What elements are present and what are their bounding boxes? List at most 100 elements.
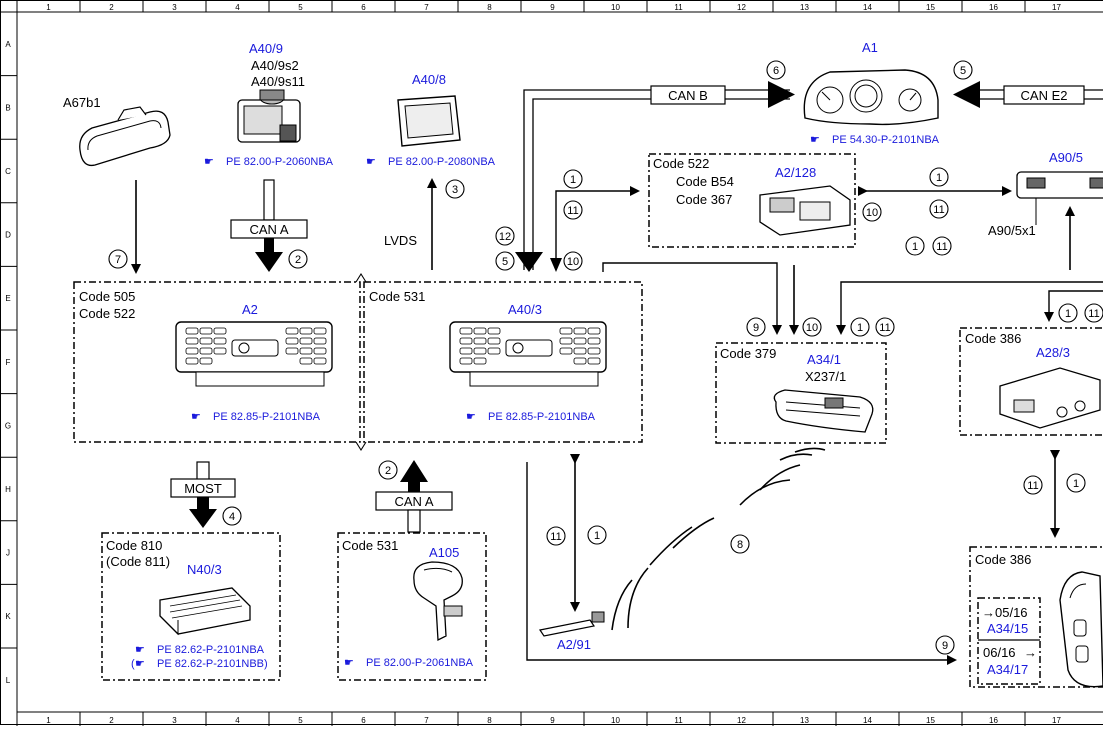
ref-a1-text: PE 54.30-P-2101NBA: [832, 134, 940, 146]
marker-1-a90-text: 1: [936, 172, 942, 184]
grid-column-label: 10: [611, 716, 620, 725]
marker-10-a2-128-text: 10: [866, 207, 878, 219]
a40-9-label: A40/9: [249, 41, 283, 56]
display-icon: [398, 96, 460, 146]
box-join-bottom: [356, 442, 366, 450]
n40-3-label: N40/3: [187, 562, 222, 577]
a67b1-label: A67b1: [63, 95, 101, 110]
smart-key-icon: [1060, 572, 1103, 687]
a105-code1: Code 531: [342, 538, 398, 553]
grid-column-label: 3: [172, 3, 177, 12]
marker-3-text: 3: [452, 184, 458, 196]
marker-1-a90-lower-text: 1: [912, 241, 918, 253]
a40-8-label: A40/8: [412, 72, 446, 87]
grid-column-label: 13: [800, 3, 809, 12]
a34-1-label: A34/1: [807, 352, 841, 367]
ref-hand-icon: ☛: [810, 134, 820, 146]
a40-9s2-label: A40/9s2: [251, 58, 299, 73]
grid-column-label: 11: [674, 716, 683, 725]
grid-column-label: 13: [800, 716, 809, 725]
can-b-arrowhead: [768, 81, 795, 108]
can-a-bottom-shaft: [408, 482, 420, 492]
x237-1-label: X237/1: [805, 369, 846, 384]
grid-column-label: 8: [487, 3, 492, 12]
ref-a105-text: PE 82.00-P-2061NBA: [366, 657, 474, 669]
ref-a2[interactable]: ☛ PE 82.85-P-2101NBA: [191, 411, 321, 423]
marker-11-a90-lower-text: 11: [936, 241, 947, 253]
grid-column-label: 17: [1052, 3, 1061, 12]
ref-n40-3-secondary[interactable]: ( ☛ PE 82.62-P-2101NBB): [131, 658, 268, 670]
head-unit-a40-3-icon: [450, 322, 606, 386]
grid-column-label: 11: [674, 3, 683, 12]
grid-column-label: 5: [298, 3, 303, 12]
ref-hand-icon: ☛: [466, 411, 476, 423]
module-a28-3-icon: [1000, 368, 1100, 428]
a2-128-code1: Code 522: [653, 156, 709, 171]
can-a-bottom-shaft2: [408, 510, 420, 532]
marker-11-a2-128-text: 11: [567, 205, 578, 217]
marker-12-text: 12: [499, 231, 511, 243]
marker-10-a34-text: 10: [806, 322, 818, 334]
line-a2-128-down-arrowhead: [550, 258, 562, 272]
grid-row-label: E: [5, 294, 10, 303]
a40-3-label: A40/3: [508, 302, 542, 317]
ref-a40-9-text: PE 82.00-P-2060NBA: [226, 156, 334, 168]
n40-3-code2: (Code 811): [106, 554, 170, 569]
ref-a105[interactable]: ☛ PE 82.00-P-2061NBA: [344, 657, 474, 669]
most-shaft2: [197, 497, 209, 509]
grid-row-label: G: [5, 421, 11, 430]
box-join-top: [356, 274, 366, 282]
grid-row-label: H: [5, 485, 11, 494]
ref-a40-8[interactable]: ☛ PE 82.00-P-2080NBA: [366, 156, 496, 168]
can-a-top-shaft2: [264, 238, 274, 252]
ref-hand-icon: ☛: [366, 156, 376, 168]
grid-column-label: 15: [926, 3, 935, 12]
wireless-waves-icon: [612, 448, 825, 630]
can-a-top-shaft: [264, 180, 274, 220]
grid-row-label: A: [5, 40, 11, 49]
ref-a40-3-text: PE 82.85-P-2101NBA: [488, 411, 596, 423]
grid-column-label: 6: [361, 3, 366, 12]
ref-a40-9[interactable]: ☛ PE 82.00-P-2060NBA: [204, 156, 334, 168]
can-a-top-arrowhead: [255, 252, 283, 272]
antenna-module-icon: [774, 390, 873, 432]
a1-label: A1: [862, 40, 878, 55]
a28-3-code1: Code 386: [965, 331, 1021, 346]
marker-1-a28-text: 1: [1065, 308, 1071, 320]
grid-column-label: 12: [737, 3, 746, 12]
grid-column-label: 1: [46, 3, 51, 12]
marker-10-left-text: 10: [567, 256, 579, 268]
a40-9s11-label: A40/9s11: [251, 74, 305, 89]
grid-row-label: K: [5, 612, 11, 621]
ref-a1[interactable]: ☛ PE 54.30-P-2101NBA: [810, 134, 940, 146]
a90-5-label: A90/5: [1049, 150, 1083, 165]
grid-column-label: 1: [46, 716, 51, 725]
ref-a40-3[interactable]: ☛ PE 82.85-P-2101NBA: [466, 411, 596, 423]
can-e2-arrowhead: [953, 81, 980, 108]
marker-5-left-text: 5: [502, 256, 508, 268]
a2-128-label: A2/128: [775, 165, 816, 180]
a105-label: A105: [429, 545, 459, 560]
ref-n40-3-primary[interactable]: ☛ PE 82.62-P-2101NBA: [135, 644, 265, 656]
most-arrowhead: [189, 509, 217, 528]
a2-code1: Code 505: [79, 289, 135, 304]
marker-11-a90-text: 11: [933, 204, 944, 216]
marker-11-a28-text: 11: [1088, 308, 1099, 320]
grid-column-label: 16: [989, 716, 998, 725]
instrument-cluster-icon: [804, 70, 938, 124]
grid-column-label: 3: [172, 716, 177, 725]
a40-3-code1: Code 531: [369, 289, 425, 304]
grid-row-label: J: [6, 549, 10, 558]
grid-column-label: 17: [1052, 716, 1061, 725]
grid-column-label: 4: [235, 716, 240, 725]
ref-a2-text: PE 82.85-P-2101NBA: [213, 411, 321, 423]
a2-128-code2: Code B54: [676, 174, 734, 189]
a34-1-code1: Code 379: [720, 346, 776, 361]
grid-column-label: 4: [235, 3, 240, 12]
grid-row-label: C: [5, 167, 11, 176]
grid-row-label: D: [5, 231, 11, 240]
head-unit-a2-icon: [176, 322, 332, 386]
marker-9-a34-text: 9: [753, 322, 759, 334]
